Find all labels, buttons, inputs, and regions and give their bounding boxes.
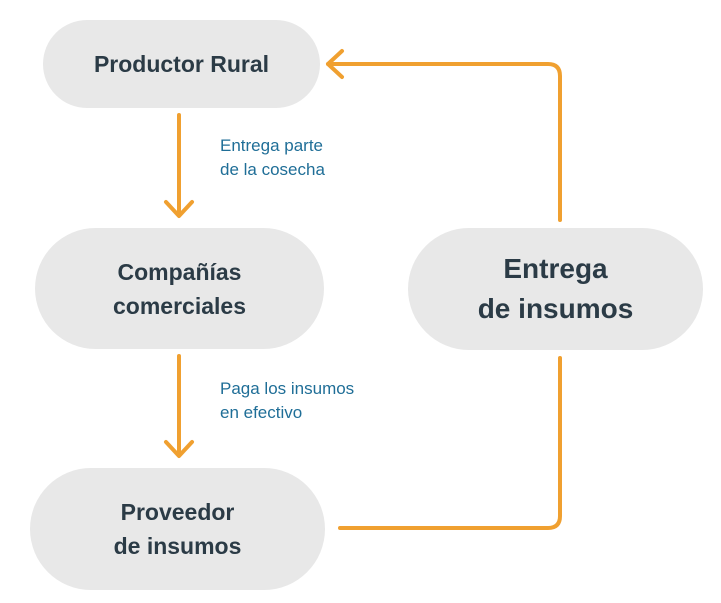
node-entrega-label-line-1: Entrega [503,253,608,284]
node-proveedor-label-line-2: de insumos [113,533,242,559]
edge-label-cosecha-line-1: Entrega parte [220,136,324,155]
node-proveedor-label-line-1: Proveedor [120,499,235,525]
node-companias-label-line-2: comerciales [113,292,246,319]
node-companias-comerciales: Compañías comerciales [35,228,324,349]
edge-label-entrega-parte-cosecha: Entrega parte de la cosecha [220,134,325,182]
arrowhead-productor-to-companias [164,200,194,218]
arrow-entrega-to-productor [326,62,562,222]
node-proveedor-de-insumos: Proveedor de insumos [30,468,325,590]
node-productor-rural-label: Productor Rural [93,50,270,77]
node-companias-label-line-1: Compañías [117,258,242,285]
node-productor-rural: Productor Rural [43,20,320,108]
arrowhead-companias-to-proveedor [164,440,194,458]
arrowhead-entrega-to-productor [326,49,344,79]
edge-label-efectivo-line-2: en efectivo [220,403,303,422]
edge-label-cosecha-line-2: de la cosecha [220,160,325,179]
edge-label-efectivo-line-1: Paga los insumos [220,379,355,398]
edge-label-paga-insumos-efectivo: Paga los insumos en efectivo [220,377,354,425]
connector-proveedor-to-entrega [338,356,562,530]
node-entrega-de-insumos: Entrega de insumos [408,228,703,350]
node-entrega-label-line-2: de insumos [477,293,634,324]
